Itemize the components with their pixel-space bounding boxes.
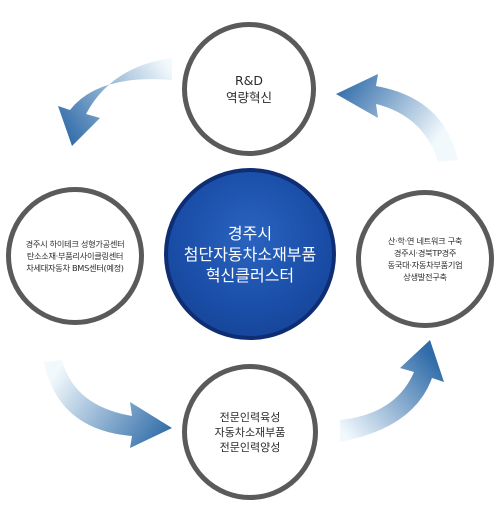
node-rnd-line: 역량혁신: [225, 90, 272, 105]
node-centers-line: 경주시 하이테크 성형가공센터: [25, 239, 125, 249]
arrow-bottom-right: [340, 340, 444, 442]
center-cluster: 경주시 첨단자동차소재부품 혁신클러스터: [164, 168, 336, 340]
node-rnd: R&D 역량혁신: [182, 22, 316, 156]
node-workforce: 전문인력육성 자동차소재부품 전문인력양성: [182, 364, 318, 500]
node-rnd-line: R&D: [234, 73, 264, 88]
node-workforce-line: 전문인력육성: [219, 410, 281, 424]
center-line: 혁신클러스터: [205, 265, 295, 285]
node-centers: 경주시 하이테크 성형가공센터 탄소소재·부품리사이클링센터 차세대자동차 BM…: [6, 187, 144, 325]
node-network: 산·학·연 네트워크 구축 경주시·경북TP경주 동국대·자동차부품기업 상생발…: [356, 190, 494, 328]
arrow-bottom-left: [44, 360, 172, 448]
node-workforce-line: 자동차소재부품: [214, 425, 286, 439]
node-workforce-line: 전문인력양성: [219, 440, 281, 454]
node-network-line: 산·학·연 네트워크 구축: [387, 236, 463, 246]
node-centers-line: 차세대자동차 BMS센터(예정): [26, 263, 124, 273]
node-network-line: 경주시·경북TP경주: [393, 248, 457, 258]
node-centers-line: 탄소소재·부품리사이클링센터: [26, 251, 124, 261]
node-network-line: 상생발전구축: [403, 272, 447, 282]
arrow-top-right: [336, 74, 458, 162]
center-line: 경주시: [227, 223, 273, 243]
node-network-line: 동국대·자동차부품기업: [387, 260, 463, 270]
center-line: 첨단자동차소재부품: [183, 244, 317, 264]
arrow-top-left: [58, 58, 172, 146]
